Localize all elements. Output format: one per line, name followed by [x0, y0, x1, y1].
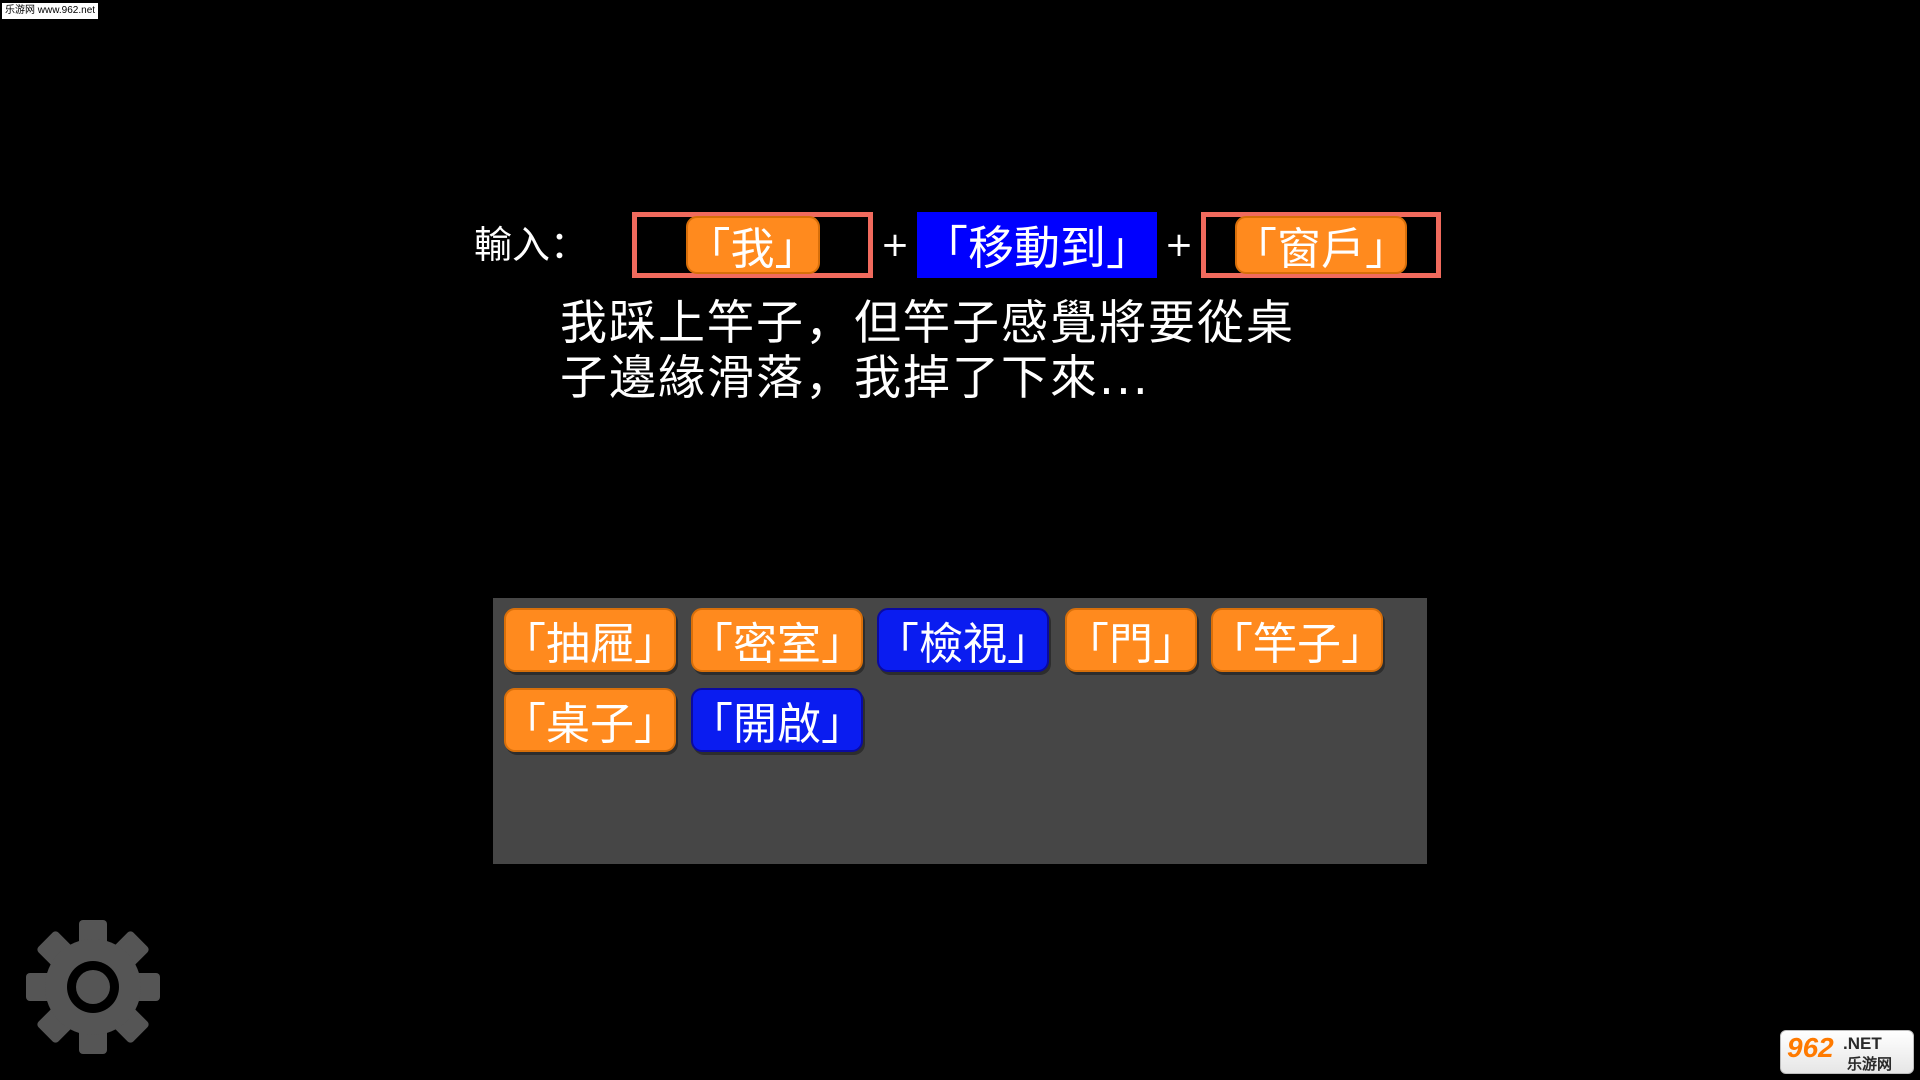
brand-logo-suffix: .NET [1843, 1034, 1882, 1053]
word-chip-drawer[interactable]: 「抽屜」 [502, 608, 678, 672]
sentence-input-row: 輸入： 「我」 + 「移動到」 + 「窗戶」 [474, 212, 1441, 278]
word-chip-examine[interactable]: 「檢視」 [875, 608, 1051, 672]
brand-logo-chinese: 乐游网 [1847, 1055, 1893, 1073]
word-chip-door[interactable]: 「門」 [1065, 608, 1197, 672]
brand-logo: 962 .NET 乐游网 [1780, 1030, 1914, 1074]
narration-line: 我踩上竿子，但竿子感覺將要從桌 [560, 296, 1295, 351]
object-slot[interactable]: 「窗戶」 [1201, 212, 1441, 278]
object-chip[interactable]: 「窗戶」 [1233, 216, 1409, 275]
word-chip-open[interactable]: 「開啟」 [689, 688, 865, 752]
word-chip-secret-room[interactable]: 「密室」 [689, 608, 865, 672]
watermark-text: 乐游网 www.962.net [2, 3, 99, 19]
word-chip-pole[interactable]: 「竿子」 [1209, 608, 1385, 672]
narration-line: 子邊緣滑落，我掉了下來... [560, 351, 1150, 406]
word-bank-panel: 「抽屜」 「密室」 「檢視」 「門」 「竿子」 「桌子」 「開啟」 [493, 598, 1427, 864]
settings-button[interactable] [26, 920, 160, 1054]
subject-chip[interactable]: 「我」 [685, 216, 820, 275]
verb-slot[interactable]: 「移動到」 [917, 212, 1157, 278]
brand-logo-number: 962 [1787, 1032, 1834, 1063]
narration-text: 我踩上竿子，但竿子感覺將要從桌 子邊緣滑落，我掉了下來... [560, 296, 1380, 406]
plus-sign: + [880, 225, 910, 265]
input-label: 輸入： [474, 223, 589, 267]
gear-icon [26, 920, 160, 1054]
subject-slot[interactable]: 「我」 [632, 212, 873, 278]
plus-sign: + [1164, 225, 1194, 265]
word-chip-table[interactable]: 「桌子」 [502, 688, 678, 752]
